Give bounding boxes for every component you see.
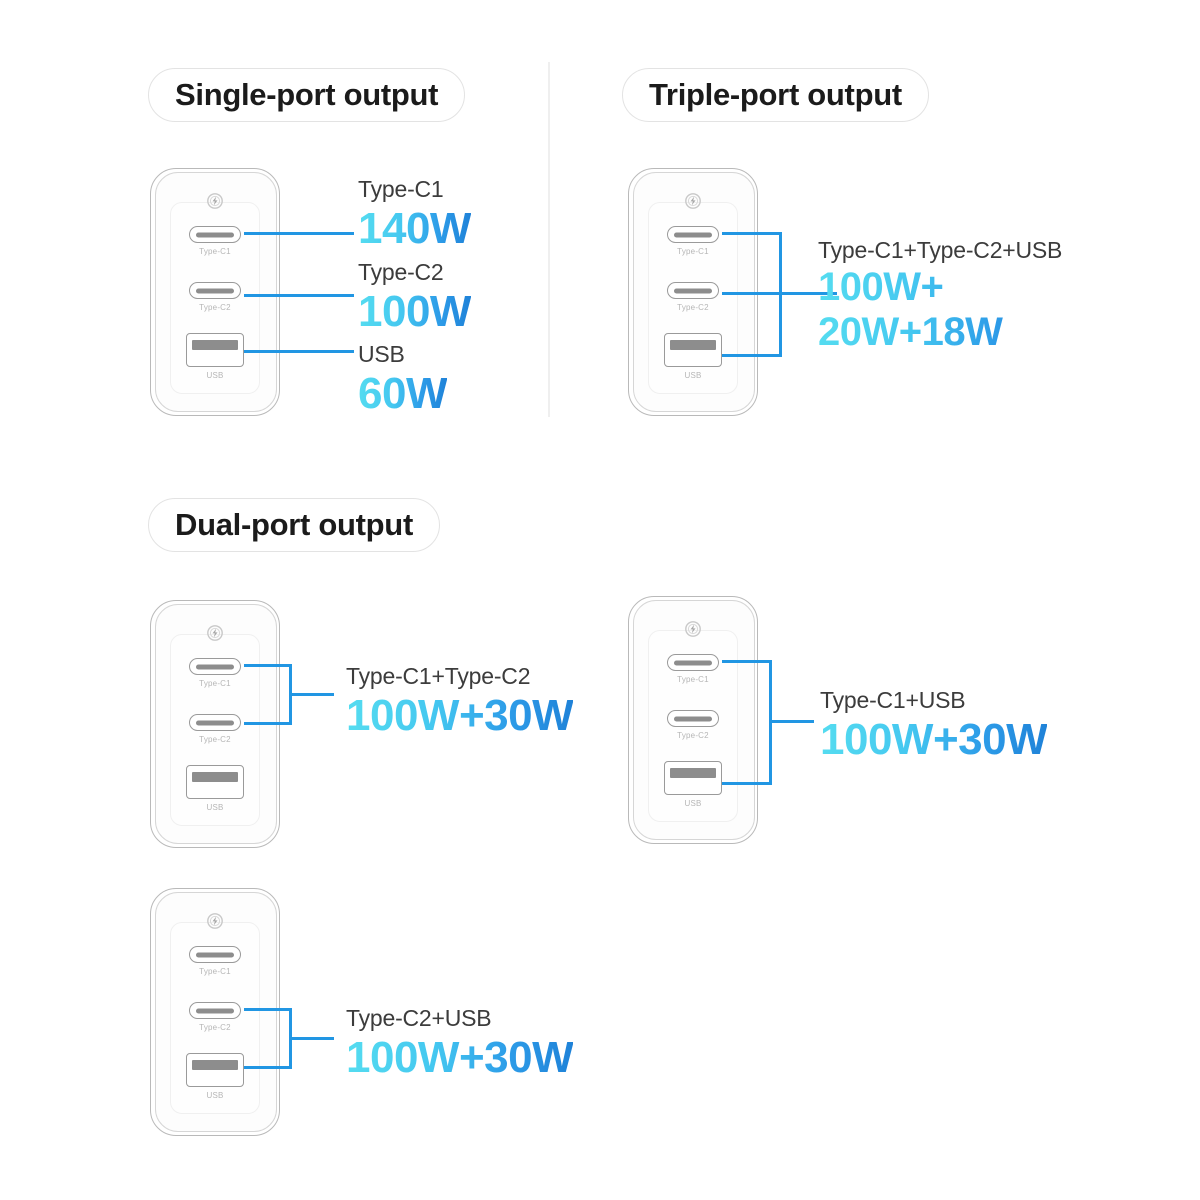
port-label-c2: Type-C2 [677,303,709,312]
port-label-c1: Type-C1 [199,679,231,688]
port-label-usb: USB [684,371,702,380]
usb-a-port-icon [186,765,244,799]
spec-block-c2: Type-C2 100W [358,258,471,336]
port-label-usb: USB [206,1091,224,1100]
usb-a-port-icon [186,1053,244,1087]
spec-value: 100W+30W [820,714,1048,764]
spec-value-line2: 20W+18W [818,310,1062,355]
spec-value: 100W+30W [346,1032,574,1082]
spec-title: Type-C1+USB [820,687,966,713]
spec-title: Type-C1+Type-C2+USB [818,237,1063,263]
spec-block-usb: USB 60W [358,340,447,418]
usb-c-port-icon-c2 [189,1002,241,1019]
port-label-c2: Type-C2 [199,735,231,744]
lightning-bolt-badge-icon [206,192,224,210]
charger-device-dual-2: Type-C1 Type-C2 USB [628,596,758,844]
usb-c-port-icon-c2 [189,714,241,731]
section-heading-dual-port: Dual-port output [148,498,440,552]
usb-c-port-icon-c1 [667,654,719,671]
port-label-usb: USB [206,803,224,812]
charger-device-dual-1: Type-C1 Type-C2 USB [150,600,280,848]
charger-device-dual-3: Type-C1 Type-C2 USB [150,888,280,1136]
charger-device-single: Type-C1 Type-C2 USB [150,168,280,416]
spec-value: 60W [358,368,447,418]
port-label-usb: USB [206,371,224,380]
port-label-c1: Type-C1 [677,675,709,684]
port-label-c1: Type-C1 [199,247,231,256]
usb-a-port-icon [186,333,244,367]
lightning-bolt-badge-icon [206,624,224,642]
port-label-c2: Type-C2 [199,1023,231,1032]
charger-device-triple: Type-C1 Type-C2 USB [628,168,758,416]
spec-title: Type-C1+Type-C2 [346,663,531,689]
spec-value: 100W+30W [346,690,574,740]
usb-a-port-icon [664,333,722,367]
lightning-bolt-badge-icon [684,192,702,210]
spec-block-triple: Type-C1+Type-C2+USB 100W+ 20W+18W [818,236,1062,354]
spec-value-line1: 100W+ [818,265,1062,310]
usb-c-port-icon-c1 [189,226,241,243]
usb-c-port-icon-c2 [667,282,719,299]
usb-c-port-icon-c2 [667,710,719,727]
usb-c-port-icon-c1 [189,658,241,675]
lightning-bolt-badge-icon [684,620,702,638]
spec-value: 140W [358,203,471,253]
port-label-c2: Type-C2 [677,731,709,740]
spec-value: 100W [358,286,471,336]
spec-title: Type-C2+USB [346,1005,492,1031]
section-heading-single-port: Single-port output [148,68,466,122]
usb-c-port-icon-c1 [189,946,241,963]
spec-block-dual-3: Type-C2+USB 100W+30W [346,1004,574,1082]
spec-block-dual-1: Type-C1+Type-C2 100W+30W [346,662,574,740]
usb-c-port-icon-c2 [189,282,241,299]
port-label-c1: Type-C1 [199,967,231,976]
spec-title: USB [358,341,405,367]
usb-a-port-icon [664,761,722,795]
port-label-c1: Type-C1 [677,247,709,256]
spec-block-dual-2: Type-C1+USB 100W+30W [820,686,1048,764]
port-label-c2: Type-C2 [199,303,231,312]
spec-block-c1: Type-C1 140W [358,175,471,253]
spec-title: Type-C1 [358,176,444,202]
spec-title: Type-C2 [358,259,444,285]
port-label-usb: USB [684,799,702,808]
panel-divider [548,62,550,417]
lightning-bolt-badge-icon [206,912,224,930]
usb-c-port-icon-c1 [667,226,719,243]
section-heading-triple-port: Triple-port output [622,68,929,122]
